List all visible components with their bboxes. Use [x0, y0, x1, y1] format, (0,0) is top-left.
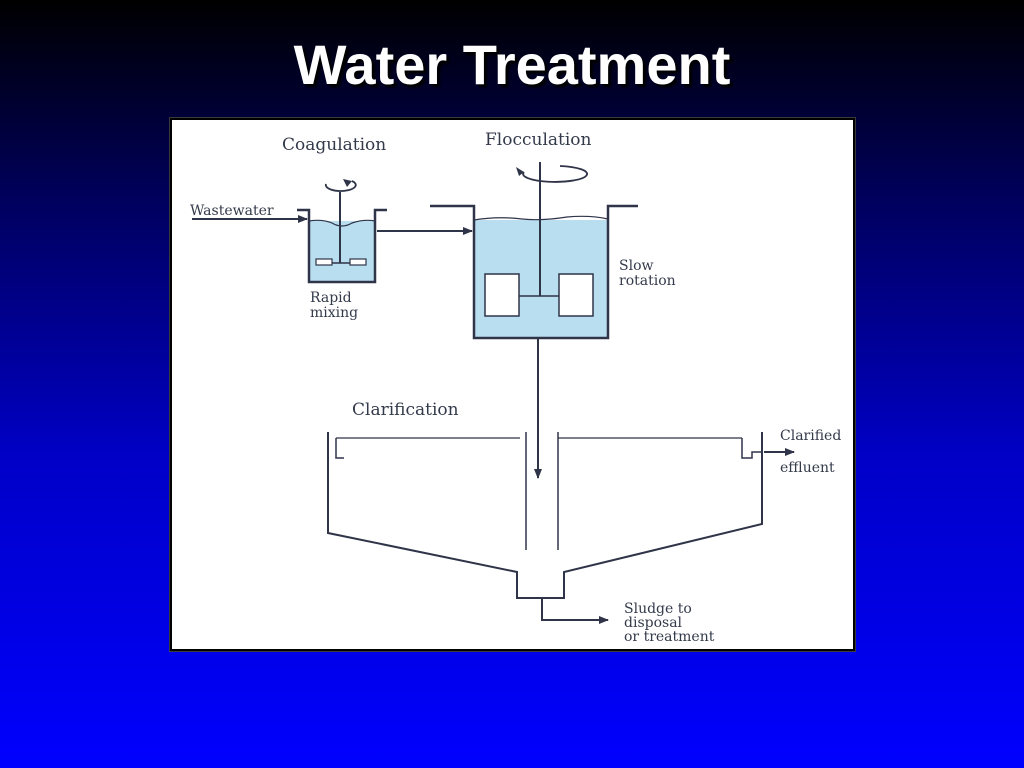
flocculation-paddle-left: [484, 273, 520, 317]
clarified-effluent-label-line2: effluent: [780, 460, 835, 476]
flocculation-tank: [430, 162, 638, 340]
coagulation-water-surface: [308, 219, 376, 227]
slow-rotation-label-line1: Slow: [619, 258, 653, 274]
clarifier-weir-right: [741, 438, 762, 459]
water-treatment-diagram: Coagulation Flocculation Wastewater Rapi…: [190, 130, 841, 645]
coagulation-paddle-left: [315, 258, 333, 266]
sludge-label-line1: Sludge to: [624, 601, 692, 617]
slow-rotation-label-line2: rotation: [619, 273, 676, 289]
coagulation-water: [309, 221, 375, 282]
flocculation-label: Flocculation: [485, 130, 592, 150]
flocculation-water-surface: [473, 215, 609, 221]
slide-title: Water Treatment: [293, 33, 731, 96]
clarification-label: Clarification: [352, 400, 459, 420]
coagulation-tank-walls: [297, 208, 387, 284]
diagram-frame: Coagulation Flocculation Wastewater Rapi…: [170, 118, 855, 651]
flocculation-paddle-right: [558, 273, 594, 317]
clarified-effluent-label-line1: Clarified: [780, 428, 841, 444]
wastewater-label: Wastewater: [190, 203, 274, 219]
coagulation-rotation-icon: [324, 179, 357, 192]
flocculation-tank-walls: [430, 204, 638, 340]
sludge-arrow: [541, 598, 609, 624]
coagulation-label: Coagulation: [282, 135, 386, 155]
clarifier-tank: [327, 432, 763, 599]
clarifier-body: [327, 432, 763, 599]
clarifier-weir-left: [335, 438, 344, 459]
coagulation-tank: [297, 179, 387, 284]
coagulation-paddle-right: [349, 258, 367, 266]
rapid-mixing-label-line2: mixing: [310, 305, 358, 321]
sludge-label-line3: or treatment: [624, 629, 715, 645]
flocculation-rotation-icon: [516, 165, 588, 183]
rapid-mixing-label-line1: Rapid: [310, 290, 352, 306]
sludge-label-line2: disposal: [624, 615, 683, 631]
